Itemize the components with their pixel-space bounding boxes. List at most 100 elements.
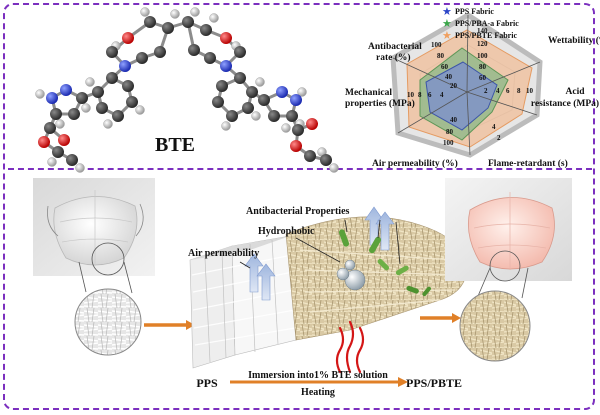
bacteria-icons: [338, 229, 431, 297]
carbon-atom: [226, 110, 238, 122]
tick-mech-10: 10: [407, 91, 415, 99]
radar-legend: ★ PPS Fabric ★ PPS/PBA-a Fabric ★ PPS/PB…: [442, 6, 519, 42]
hydrogen-atom: [47, 157, 57, 167]
radar-series-pps: [425, 61, 498, 131]
carbon-atom: [204, 52, 216, 64]
tick-flame-4: 4: [492, 123, 496, 131]
carbon-atom: [162, 22, 174, 34]
carbon-atom: [182, 16, 194, 28]
axis-title-flame: Flame-retardant (s): [488, 158, 568, 169]
hydrogen-atom: [103, 119, 113, 129]
molecule-label: BTE: [155, 134, 195, 156]
hydrogen-atom: [75, 163, 85, 173]
carbon-atom: [66, 154, 78, 166]
tick-air-100: 100: [443, 139, 454, 147]
tick-air-40: 40: [450, 116, 458, 124]
oxygen-atom: [122, 32, 134, 44]
tick-wet-80: 80: [479, 63, 487, 71]
tick-mech-8: 8: [418, 91, 422, 99]
carbon-atom: [268, 110, 280, 122]
nitrogen-atom: [60, 84, 72, 96]
tick-acid-4: 4: [496, 87, 500, 95]
pink-mask-photo: [445, 178, 572, 281]
axis-title-air: Air permeability (%): [372, 158, 458, 169]
axis-title-mechanical-line1: Mechanical: [345, 88, 392, 98]
radar-axis-lines: [392, 14, 541, 156]
bte-molecule-model: [35, 7, 339, 173]
pps-microscopy-circle: [74, 288, 142, 356]
carbon-atom: [50, 108, 62, 120]
carbon-atom: [258, 94, 270, 106]
carbon-atom: [106, 46, 118, 58]
hydrogen-atom: [221, 121, 231, 131]
air-flow-arrows: [244, 206, 395, 301]
hydrogen-atom: [209, 13, 219, 23]
hydrogen-atom: [251, 111, 261, 121]
hydrogen-atom: [281, 123, 291, 133]
axis-title-wettability: Wettability (°): [548, 35, 600, 46]
carbon-atom: [136, 52, 148, 64]
nitrogen-atom: [276, 86, 288, 98]
hydrogen-atom: [81, 103, 91, 113]
hydrogen-atom: [140, 7, 150, 17]
carbon-atom: [246, 86, 258, 98]
tick-anti-40: 40: [445, 73, 453, 81]
oxygen-atom: [306, 118, 318, 130]
tick-mech-4: 4: [440, 91, 444, 99]
legend-star-pps-pbte-icon: ★: [442, 30, 452, 42]
axis-title-mechanical-line2: properties (MPa): [345, 98, 415, 109]
zoom-line-right-a: [477, 267, 491, 297]
radar-tick-labels: 140 120 100 80 60 2 4 6 8 10 4 2 40 80 1…: [407, 27, 534, 147]
label-heating-step: Heating: [301, 387, 335, 398]
carbon-atom: [106, 72, 118, 84]
tick-anti-60: 60: [441, 63, 449, 71]
axis-title-antibacterial-line2: rate (%): [376, 52, 411, 63]
nitrogen-atom: [290, 94, 302, 106]
zoom-circle-right: [489, 250, 521, 282]
hydrogen-atom: [85, 77, 95, 87]
tick-wet-120: 120: [477, 40, 488, 48]
label-pps: PPS: [196, 376, 218, 390]
carbon-atom: [92, 86, 104, 98]
label-antibacterial: Antibacterial Properties: [246, 206, 350, 217]
axis-title-acid-line2: resistance (MPa): [531, 98, 599, 109]
hydrogen-atom: [35, 89, 45, 99]
carbon-atom: [52, 146, 64, 158]
zoom-line-left-b: [123, 261, 133, 294]
zoom-line-left-a: [78, 261, 87, 293]
white-mask-photo: [33, 178, 155, 276]
carbon-atom: [144, 16, 156, 28]
zoom-line-right-b: [521, 267, 529, 299]
hydrogen-atom: [190, 7, 200, 17]
nitrogen-atom: [46, 92, 58, 104]
axis-title-antibacterial-line1: Antibacterial: [368, 42, 422, 52]
carbon-atom: [216, 80, 228, 92]
carbon-atom: [76, 92, 88, 104]
carbon-atom: [122, 80, 134, 92]
tick-acid-6: 6: [506, 87, 510, 95]
hydrogen-atom: [135, 105, 145, 115]
arrow-left-orange: [144, 320, 195, 330]
hydrogen-atom: [255, 77, 265, 87]
nitrogen-atom: [119, 60, 131, 72]
water-droplets: [336, 259, 366, 291]
carbon-atom: [188, 44, 200, 56]
oxygen-atom: [220, 32, 232, 44]
carbon-atom: [292, 124, 304, 136]
tick-wet-100: 100: [477, 52, 488, 60]
oxygen-atom: [58, 134, 70, 146]
carbon-atom: [154, 46, 166, 58]
hydrogen-atom: [297, 87, 307, 97]
label-pps-pbte: PPS/PBTE: [406, 376, 462, 390]
legend-label-pps-pba: PPS/PBA-a Fabric: [455, 19, 519, 28]
dashed-frame: [3, 3, 595, 410]
label-air-permeability: Air permeability: [188, 248, 259, 259]
tick-acid-10: 10: [526, 87, 534, 95]
carbon-atom: [44, 122, 56, 134]
process-arrow: [230, 377, 408, 387]
tick-anti-20: 20: [450, 82, 458, 90]
carbon-atom: [126, 96, 138, 108]
annotation-pointers: [239, 219, 401, 269]
radar-chart: ★ PPS Fabric ★ PPS/PBA-a Fabric ★ PPS/PB…: [345, 6, 600, 169]
